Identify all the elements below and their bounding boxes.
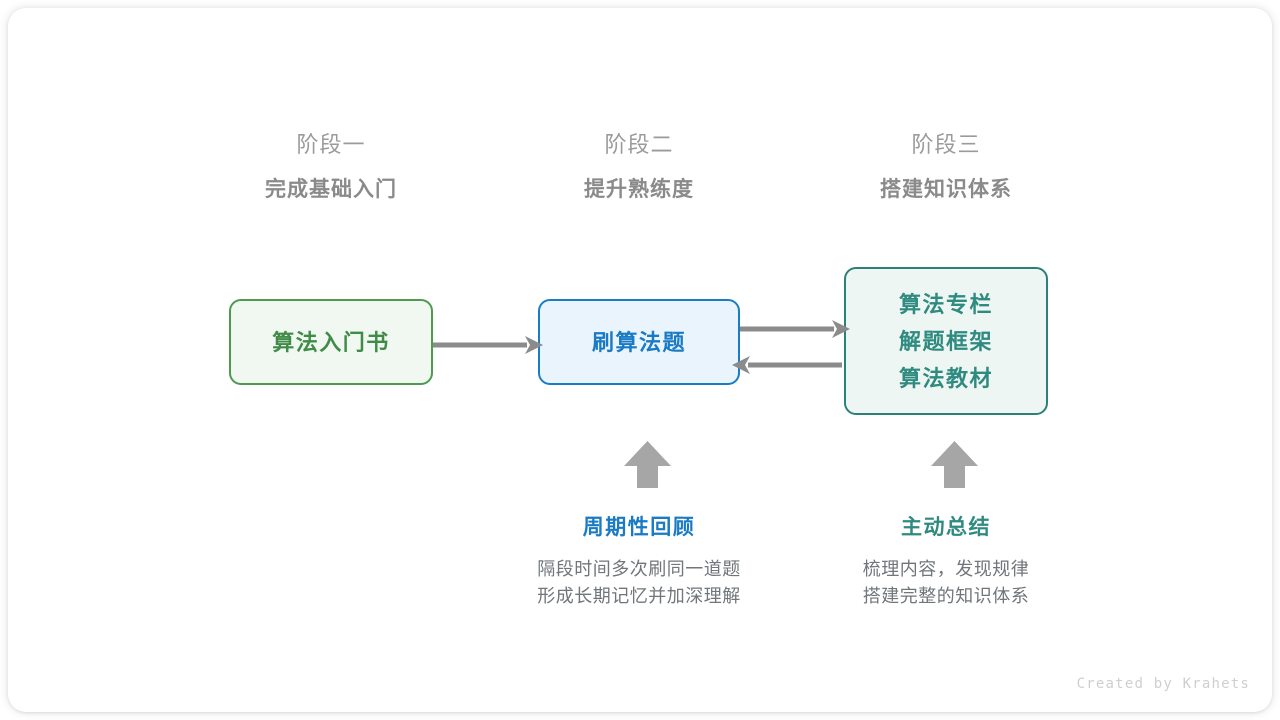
connector-practice-knowledge-bidirectional <box>732 320 850 374</box>
up-arrow-icon-summary <box>931 441 978 488</box>
annotation-description-line: 梳理内容，发现规律 <box>862 559 1030 579</box>
phase-header-1: 阶段一 完成基础入门 <box>201 130 461 206</box>
node-algorithm-intro-book[interactable]: 算法入门书 <box>229 299 433 385</box>
up-arrow-icon-review <box>624 441 671 488</box>
annotation-title: 周期性回顾 <box>582 516 696 539</box>
annotation-periodic-review: 周期性回顾 隔段时间多次刷同一道题 形成长期记忆并加深理解 <box>489 513 789 610</box>
phase-header-3: 阶段三 搭建知识体系 <box>816 130 1076 206</box>
diagram-card: 阶段一 完成基础入门 阶段二 提升熟练度 阶段三 搭建知识体系 算法入门书 刷算… <box>8 8 1272 712</box>
phase-number: 阶段三 <box>911 132 981 157</box>
annotation-active-summary: 主动总结 梳理内容，发现规律 搭建完整的知识体系 <box>796 513 1096 610</box>
phase-number: 阶段一 <box>296 132 366 157</box>
phase-title: 提升熟练度 <box>584 178 694 201</box>
phase-header-2: 阶段二 提升熟练度 <box>509 130 769 206</box>
node-label-line: 算法教材 <box>898 365 993 391</box>
annotation-title: 主动总结 <box>901 516 991 539</box>
credit-text: Created by Krahets <box>1076 676 1250 692</box>
annotation-description-line: 形成长期记忆并加深理解 <box>537 586 741 606</box>
node-label-line: 算法专栏 <box>898 291 993 317</box>
node-label-line: 解题框架 <box>898 328 993 354</box>
diagram-canvas: 阶段一 完成基础入门 阶段二 提升熟练度 阶段三 搭建知识体系 算法入门书 刷算… <box>8 8 1272 712</box>
connector-book-to-practice <box>433 336 543 354</box>
node-label-line: 算法入门书 <box>272 329 390 355</box>
phase-number: 阶段二 <box>604 132 674 157</box>
phase-title: 搭建知识体系 <box>880 178 1012 201</box>
annotation-description: 隔段时间多次刷同一道题 形成长期记忆并加深理解 <box>489 556 789 610</box>
node-practice-problems[interactable]: 刷算法题 <box>538 299 740 385</box>
annotation-description-line: 隔段时间多次刷同一道题 <box>537 559 741 579</box>
node-label-line: 刷算法题 <box>591 329 686 355</box>
phase-title: 完成基础入门 <box>265 178 397 201</box>
annotation-description: 梳理内容，发现规律 搭建完整的知识体系 <box>796 556 1096 610</box>
node-knowledge-resources[interactable]: 算法专栏 解题框架 算法教材 <box>844 267 1048 415</box>
annotation-description-line: 搭建完整的知识体系 <box>862 586 1030 606</box>
